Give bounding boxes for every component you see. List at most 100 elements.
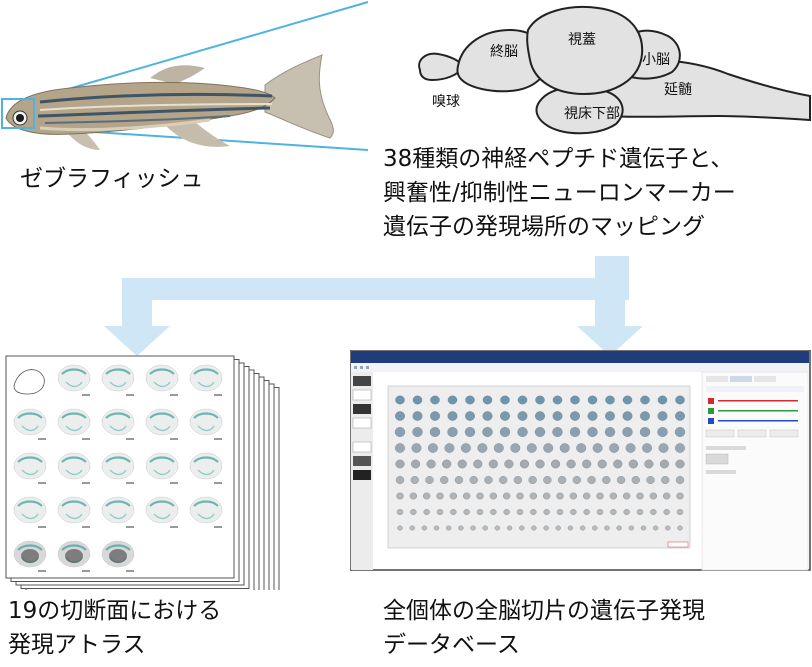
brain-section: [616, 525, 622, 531]
brain-section: [489, 492, 497, 500]
label-hypothalamus: 視床下部: [564, 106, 620, 122]
brain-section: [463, 492, 471, 500]
brain-section: [675, 411, 685, 421]
brain-section: [650, 509, 657, 515]
brain-section: [583, 492, 591, 500]
brain-section: [494, 525, 501, 531]
brain-section: [640, 411, 650, 421]
brain-section: [613, 459, 623, 469]
atlas-section-cell: [145, 452, 179, 484]
brain-section: [555, 525, 561, 531]
brain-section: [616, 476, 626, 484]
brain-section: [493, 443, 504, 453]
brain-section: [640, 395, 650, 405]
brain-section: [636, 492, 644, 500]
brain-description-line: 38種類の神経ペプチド遺伝子と、: [383, 146, 734, 172]
atlas-section-cell: [189, 496, 223, 528]
atlas-section-cell: [145, 408, 179, 440]
brain-section: [500, 411, 510, 421]
brain-section: [513, 476, 523, 484]
brain-section: [476, 492, 484, 500]
brain-section: [639, 427, 651, 437]
brain-section: [592, 525, 598, 531]
brain-section: [488, 459, 498, 469]
brain-section: [411, 443, 422, 453]
brain-section: [447, 411, 458, 421]
brain-section: [592, 443, 603, 453]
brain-section: [470, 525, 476, 531]
brain-section: [534, 427, 546, 437]
brain-section: [394, 427, 406, 437]
zoom-line-top: [33, 1, 369, 100]
brain-section: [570, 509, 577, 515]
brain-section: [622, 411, 633, 421]
brain-section: [436, 492, 444, 500]
label-olfactory-bulb: 嗅球: [432, 94, 460, 110]
brain-section: [583, 509, 590, 515]
brain-section: [572, 476, 581, 484]
fish-caption: ゼブラフィッシュ: [20, 166, 204, 192]
label-medulla: 延髄: [664, 82, 692, 98]
atlas-section-cell: [57, 408, 91, 440]
brain-section: [517, 411, 528, 421]
brain-section: [447, 395, 458, 405]
brain-section: [665, 525, 671, 531]
brain-section: [675, 476, 685, 484]
brain-section: [576, 443, 587, 453]
brain-section: [628, 459, 638, 469]
brain-section: [657, 395, 668, 405]
atlas-section-cell: [145, 364, 179, 396]
brain-section: [596, 509, 604, 515]
arrow-right-shaft: [595, 278, 625, 332]
brain-section: [552, 411, 563, 421]
brain-section: [543, 492, 551, 500]
brain-section: [551, 459, 561, 469]
brain-section: [677, 525, 683, 531]
arrow-right-head: [577, 326, 643, 356]
brain-section: [395, 395, 405, 405]
brain-section: [631, 476, 640, 484]
zebrafish-figure: [0, 0, 370, 170]
brain-section: [604, 525, 610, 531]
arrow-left-shaft: [122, 278, 152, 332]
brain-section: [503, 492, 511, 500]
brain-section: [426, 459, 436, 469]
brain-section: [506, 525, 513, 531]
brain-section: [476, 509, 484, 515]
brain-description-line: 興奮性/抑制性ニューロンマーカー: [383, 180, 736, 206]
brain-section: [425, 476, 434, 484]
brain-section: [528, 476, 537, 484]
brain-section: [587, 427, 598, 437]
brain-section: [663, 492, 671, 500]
brain-section: [557, 476, 567, 484]
brain-section: [543, 525, 549, 531]
brain-section: [444, 443, 455, 453]
brain-section: [559, 443, 570, 453]
brain-section: [477, 443, 488, 453]
brain-section: [625, 443, 636, 453]
atlas-caption-line: 発現アトラス: [8, 632, 146, 658]
brain-section: [484, 476, 493, 484]
brain-section: [609, 492, 617, 500]
brain-section: [640, 525, 647, 531]
atlas-section-cell: [57, 540, 91, 572]
brain-section: [657, 427, 668, 437]
atlas-section-cell: [13, 496, 47, 528]
brain-section: [465, 411, 475, 421]
brain-section: [463, 509, 470, 515]
brain-section: [676, 492, 684, 500]
brain-section: [458, 525, 464, 531]
arrow-bar: [122, 278, 629, 300]
brain-section: [657, 411, 668, 421]
viewer-title-bar: [351, 351, 809, 363]
brain-section: [622, 395, 633, 405]
brain-section: [482, 411, 493, 421]
label-telencephalon: 終脳: [490, 44, 518, 60]
arrow-left-head: [104, 326, 170, 356]
slide-label: [667, 541, 689, 548]
brain-section: [436, 509, 444, 515]
viewer-toolbar: [351, 363, 809, 372]
brain-section: [552, 427, 563, 437]
brain-section: [535, 459, 545, 469]
atlas-section-cell: [189, 452, 223, 484]
